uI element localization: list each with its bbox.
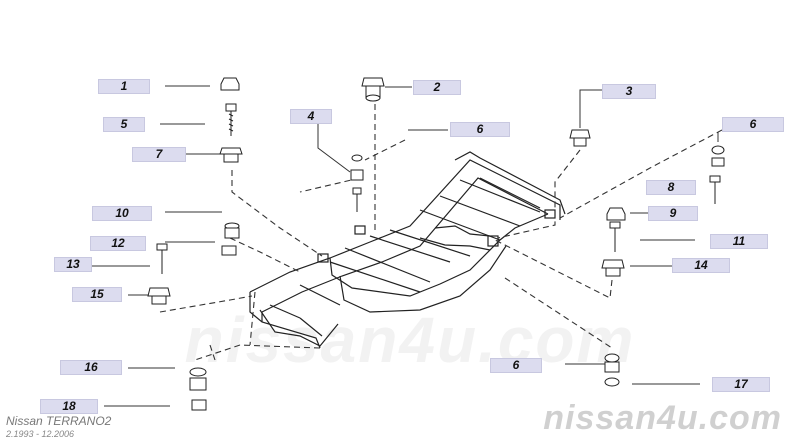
callout-8: 8	[646, 180, 696, 195]
callout-6a: 6	[450, 122, 510, 137]
mount-lines	[159, 104, 723, 361]
callout-13: 13	[54, 257, 92, 272]
brand-watermark: nissan4u.com	[543, 399, 782, 437]
callout-3: 3	[602, 84, 656, 99]
callout-18: 18	[40, 399, 98, 414]
callout-6c: 6	[490, 358, 542, 373]
callout-4: 4	[290, 109, 332, 124]
callout-10: 10	[92, 206, 152, 221]
callout-14: 14	[672, 258, 730, 273]
callout-9: 9	[648, 206, 698, 221]
callout-2: 2	[413, 80, 461, 95]
parts	[147, 77, 725, 411]
callout-12: 12	[90, 236, 146, 251]
callout-15: 15	[72, 287, 122, 302]
callout-11: 11	[710, 234, 768, 249]
callout-1: 1	[98, 79, 150, 94]
callout-17: 17	[712, 377, 770, 392]
callout-5: 5	[103, 117, 145, 132]
callout-6b: 6	[722, 117, 784, 132]
center-watermark: nissan4u.com	[184, 304, 636, 376]
model-name: Nissan TERRANO2	[6, 414, 112, 428]
leader-lines	[92, 85, 719, 407]
chassis-frame	[249, 151, 566, 349]
model-years: 2.1993 - 12.2006	[6, 429, 75, 439]
callout-16: 16	[60, 360, 122, 375]
callout-7: 7	[132, 147, 186, 162]
